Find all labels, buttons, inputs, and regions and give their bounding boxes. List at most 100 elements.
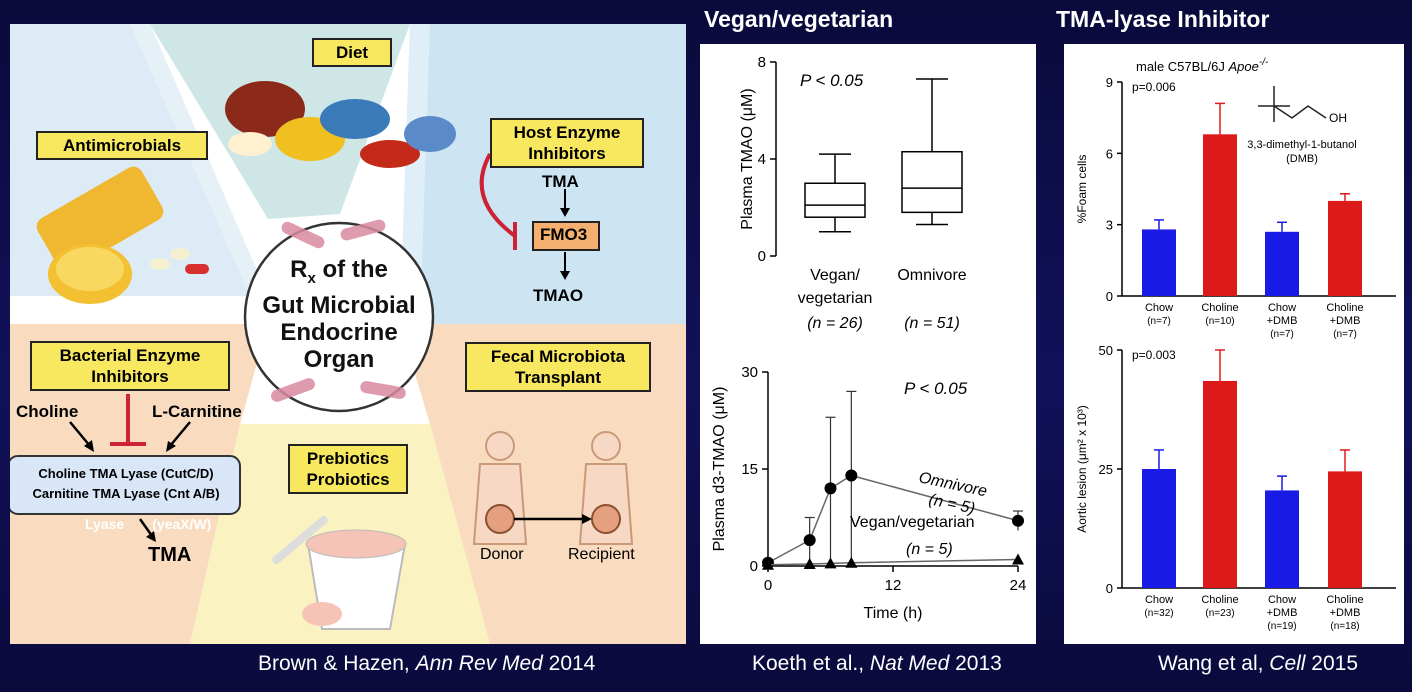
bar2-ytick-label-0: 0 <box>1106 581 1113 596</box>
bar2-ytick-label-1: 25 <box>1099 462 1113 477</box>
host-tma-text: TMA <box>542 172 579 191</box>
bar2-bar-3 <box>1328 471 1362 588</box>
bar2-n-3: (n=18) <box>1330 621 1359 632</box>
donor-text: Donor <box>480 546 524 563</box>
line-xtick-label-0: 0 <box>764 577 772 594</box>
bar1-ytick-label-3: 9 <box>1106 75 1113 90</box>
line-ylabel: Plasma d3-TMAO (μM) <box>711 387 728 552</box>
box-ylabel: Plasma TMAO (μM) <box>739 88 756 229</box>
point-0-4 <box>1012 514 1024 527</box>
point-0-3 <box>845 469 858 482</box>
bar1-n-3: (n=7) <box>1333 329 1357 340</box>
bar1-ytick-label-0: 0 <box>1106 289 1113 304</box>
bar1-ytick-label-2: 6 <box>1106 146 1113 161</box>
bacterial-tma-text: TMA <box>148 544 192 566</box>
box-ytick-label-0: 0 <box>758 248 766 265</box>
point-0-1 <box>803 534 816 547</box>
bar1-annotation: p=0.006 <box>1132 80 1176 94</box>
bar1-ylabel: %Foam cells <box>1075 155 1089 224</box>
bar1-ytick-label-1: 3 <box>1106 218 1113 233</box>
bar2-n-0: (n=32) <box>1144 608 1173 619</box>
diet-label: Diet <box>312 38 392 67</box>
dmb-name: 3,3-dimethyl-1-butanol <box>1247 139 1356 151</box>
point-1-3 <box>845 556 858 568</box>
box-ytick-label-1: 4 <box>758 151 766 168</box>
box-group-label-0: Vegan/ <box>810 267 860 284</box>
antimicrobials-label: Antimicrobials <box>36 131 208 160</box>
bar2-ylabel: Aortic lesion (μm² x 10³) <box>1075 405 1089 533</box>
citation-wang: Wang et al, Cell 2015 <box>1158 652 1359 675</box>
recipient-text: Recipient <box>568 546 635 563</box>
bar2-cat-3: Choline <box>1326 594 1363 606</box>
point-0-2 <box>824 482 837 495</box>
box-group-n-1: (n = 51) <box>904 315 960 332</box>
bar1-n-2: (n=7) <box>1270 329 1294 340</box>
line-ytick-label-0: 0 <box>750 558 758 575</box>
series-label-1: Vegan/vegetarian <box>850 514 975 531</box>
dmb-structure <box>1258 86 1327 122</box>
bar2-cat-0: Chow <box>1145 594 1173 606</box>
bar1-bar-2 <box>1265 231 1299 296</box>
bar2-n-1: (n=23) <box>1205 608 1234 619</box>
box-group-label-1: Omnivore <box>897 267 966 284</box>
bar1-n-0: (n=7) <box>1147 316 1171 327</box>
donor-figure <box>472 431 528 545</box>
line-ytick-label-1: 15 <box>741 461 758 478</box>
dmb-abbrev: (DMB) <box>1286 153 1318 165</box>
box-ytick-label-2: 8 <box>758 54 766 71</box>
bar2-ytick-label-2: 50 <box>1099 343 1113 358</box>
bar1-cat2-2: +DMB <box>1267 315 1298 327</box>
recipient-figure <box>578 431 634 545</box>
choline-text: Choline <box>16 402 79 421</box>
bar1-cat-1: Choline <box>1201 302 1238 314</box>
bar1-bar-0 <box>1142 229 1176 296</box>
citation-koeth: Koeth et al., Nat Med 2013 <box>752 652 1002 675</box>
point-1-1 <box>803 558 816 570</box>
center-circle <box>243 221 435 413</box>
point-1-2 <box>824 557 837 569</box>
box-1 <box>901 150 963 214</box>
bar2-bar-0 <box>1142 469 1176 588</box>
bar2-bar-2 <box>1265 490 1299 588</box>
bar1-title: male C57BL/6J Apoe-/- <box>1136 57 1269 74</box>
tma-panel-header: TMA-lyase Inhibitor <box>1056 6 1270 32</box>
bar1-cat-2: Chow <box>1268 302 1296 314</box>
line-annotation: P < 0.05 <box>904 379 968 398</box>
bar1-cat2-3: +DMB <box>1330 315 1361 327</box>
bar2-cat2-2: +DMB <box>1267 607 1298 619</box>
line-xtick-label-2: 24 <box>1010 577 1027 594</box>
bar2-cat2-3: +DMB <box>1330 607 1361 619</box>
food-illustration <box>225 81 456 168</box>
sector-fecal <box>400 324 686 644</box>
bar2-annotation: p=0.003 <box>1132 348 1176 362</box>
bar2-cat-2: Chow <box>1268 594 1296 606</box>
bar2-bar-1 <box>1203 380 1237 588</box>
bar2-n-2: (n=19) <box>1267 621 1296 632</box>
series-n-1: (n = 5) <box>906 541 953 558</box>
box-group-label2-0: vegetarian <box>798 290 873 307</box>
bar1-bar-3 <box>1328 200 1362 296</box>
box-annotation: P < 0.05 <box>800 71 864 90</box>
tmao-text: TMAO <box>533 286 584 305</box>
bar1-cat-3: Choline <box>1326 302 1363 314</box>
line-xlabel: Time (h) <box>864 605 923 622</box>
bar1-n-1: (n=10) <box>1205 316 1234 327</box>
line-series-1 <box>767 558 1019 566</box>
yogurt-illustration <box>272 516 407 630</box>
line-ytick-label-2: 30 <box>741 364 758 381</box>
lyase-box: Choline TMA Lyase (CutC/D)Carnitine TMA … <box>32 466 220 501</box>
citation-brown-hazen: Brown & Hazen, Ann Rev Med 2014 <box>258 652 596 675</box>
bar1-cat-0: Chow <box>1145 302 1173 314</box>
sector-host <box>400 24 686 324</box>
box-0 <box>804 182 866 218</box>
center-title: Rx of the Gut Microbial Endocrine Organ <box>262 256 416 373</box>
box-group-n-0: (n = 26) <box>807 315 863 332</box>
